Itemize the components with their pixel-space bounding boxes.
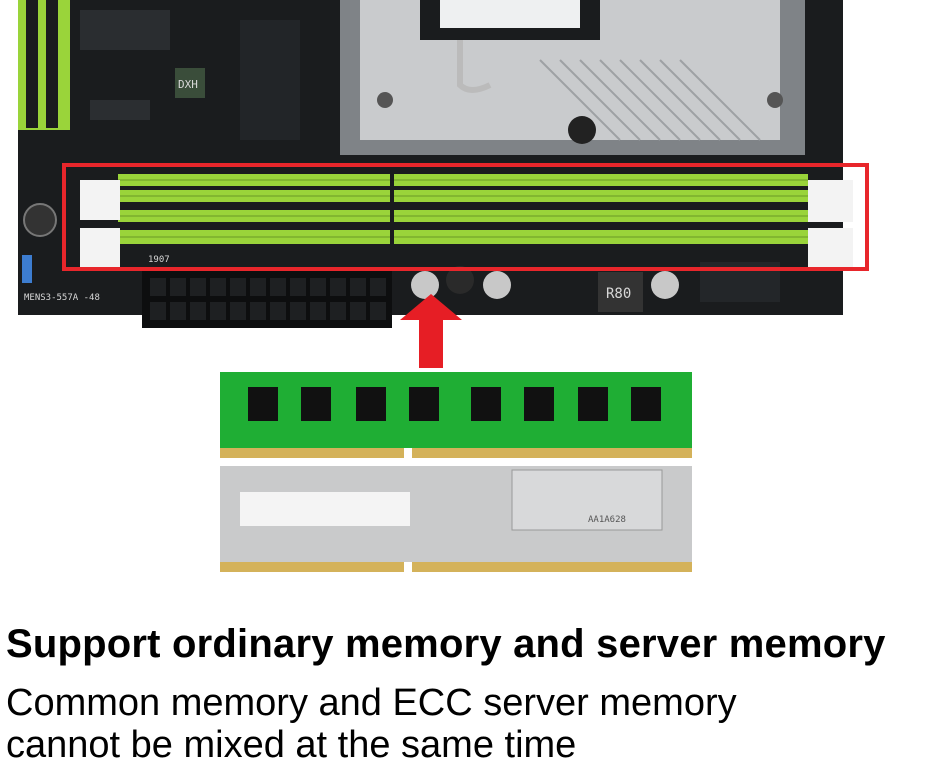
up-arrow <box>400 294 462 368</box>
product-photo: DXH <box>18 0 869 574</box>
headline: Support ordinary memory and server memor… <box>6 622 886 666</box>
server-ecc-ram-module: AA1A628 <box>220 466 692 574</box>
dimm-slots <box>80 170 853 268</box>
motherboard: DXH <box>18 0 843 328</box>
caption-line-2: cannot be mixed at the same time <box>6 724 577 766</box>
dxh-chip-label: DXH <box>178 78 198 91</box>
board-model-label: MENS3-557A -48 <box>24 293 100 303</box>
slot-highlight-box <box>62 163 869 271</box>
ecc-chip-label: AA1A628 <box>588 515 626 525</box>
caption-line-1: Common memory and ECC server memory <box>6 682 737 724</box>
inductor <box>598 272 643 312</box>
dxh-chip <box>175 68 205 98</box>
board-code-label: 1907 <box>148 255 170 265</box>
ordinary-ram-module <box>220 372 692 460</box>
inductor-label: R80 <box>606 286 631 302</box>
